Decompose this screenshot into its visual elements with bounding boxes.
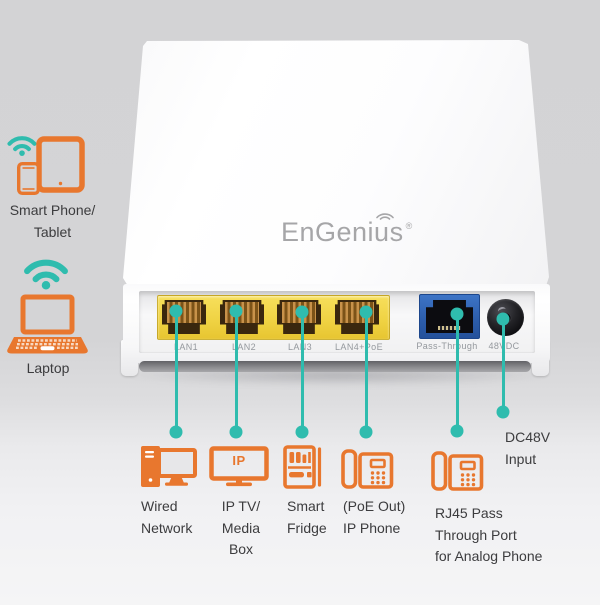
smart-fridge-label: Smart Fridge [287,498,327,536]
smartphone-tablet-label: Smart Phone/ Tablet [9,202,96,240]
wifi-icon [24,259,68,290]
connector-end-dot-lan1 [169,425,183,439]
connector-end-dot-pass-through [450,424,464,438]
connector-line-lan1 [174,311,178,432]
lan1-label: LAN1 [173,342,199,352]
registered-mark: ® [405,221,413,231]
wired-network-label: Wired Network [141,498,193,536]
connector-port-dot-lan4 [359,305,373,319]
lan1-port [162,300,206,334]
connector-end-dot-dc [496,405,510,419]
connector-line-lan4 [364,312,368,432]
engenius-logo: EnGenius® [281,213,413,248]
wifi-icon [7,136,37,156]
ip-tv-media-box-label: IP TV/ Media Box [221,498,261,558]
connector-port-dot-lan2 [229,304,243,318]
connector-port-dot-dc [496,312,510,326]
smart-fridge-icon [283,445,322,489]
connector-line-pass-through [455,314,459,431]
lan-port-block [157,295,390,340]
logo-wifi-icon [375,213,394,220]
connector-line-lan3 [300,312,304,432]
lan2-port [220,300,264,334]
connector-port-dot-lan1 [169,304,183,318]
connector-line-lan2 [234,311,238,432]
lan2-label: LAN2 [231,342,257,352]
tablet-icon [36,136,85,193]
connector-port-dot-lan3 [295,305,309,319]
smartphone-icon [17,162,40,195]
analog-phone-icon [431,451,484,491]
ip-tv-screen-text: IP [232,453,246,468]
connector-port-dot-pass-through [450,307,464,321]
laptop-icon [7,294,88,354]
lan4-poe-port [335,300,379,334]
device-top-face [123,40,549,286]
connector-end-dot-lan3 [295,425,309,439]
laptop-label: Laptop [26,360,70,376]
connector-end-dot-lan2 [229,425,243,439]
pass-through-port [419,294,480,339]
pass-through-jack [426,300,473,333]
device-base-strip [139,361,531,372]
pass-through-label: Pass-Through [416,341,478,351]
desktop-computer-icon [141,446,197,487]
lan4-poe-label: LAN4+PoE [335,342,383,352]
lan3-label: LAN3 [288,342,312,352]
engenius-logo-text: EnGenius [281,217,404,247]
ip-tv-icon [209,446,269,487]
connector-end-dot-lan4 [359,425,373,439]
connector-line-dc [501,319,505,412]
poe-out-ip-phone-label: (PoE Out) IP Phone [343,498,406,536]
device-shadow [128,368,548,386]
rj45-pass-through-label: RJ45 Pass Through Port for Analog Phone [435,505,543,565]
dc48v-input-label: DC48V Input [505,429,551,467]
ip-phone-icon [341,449,394,489]
